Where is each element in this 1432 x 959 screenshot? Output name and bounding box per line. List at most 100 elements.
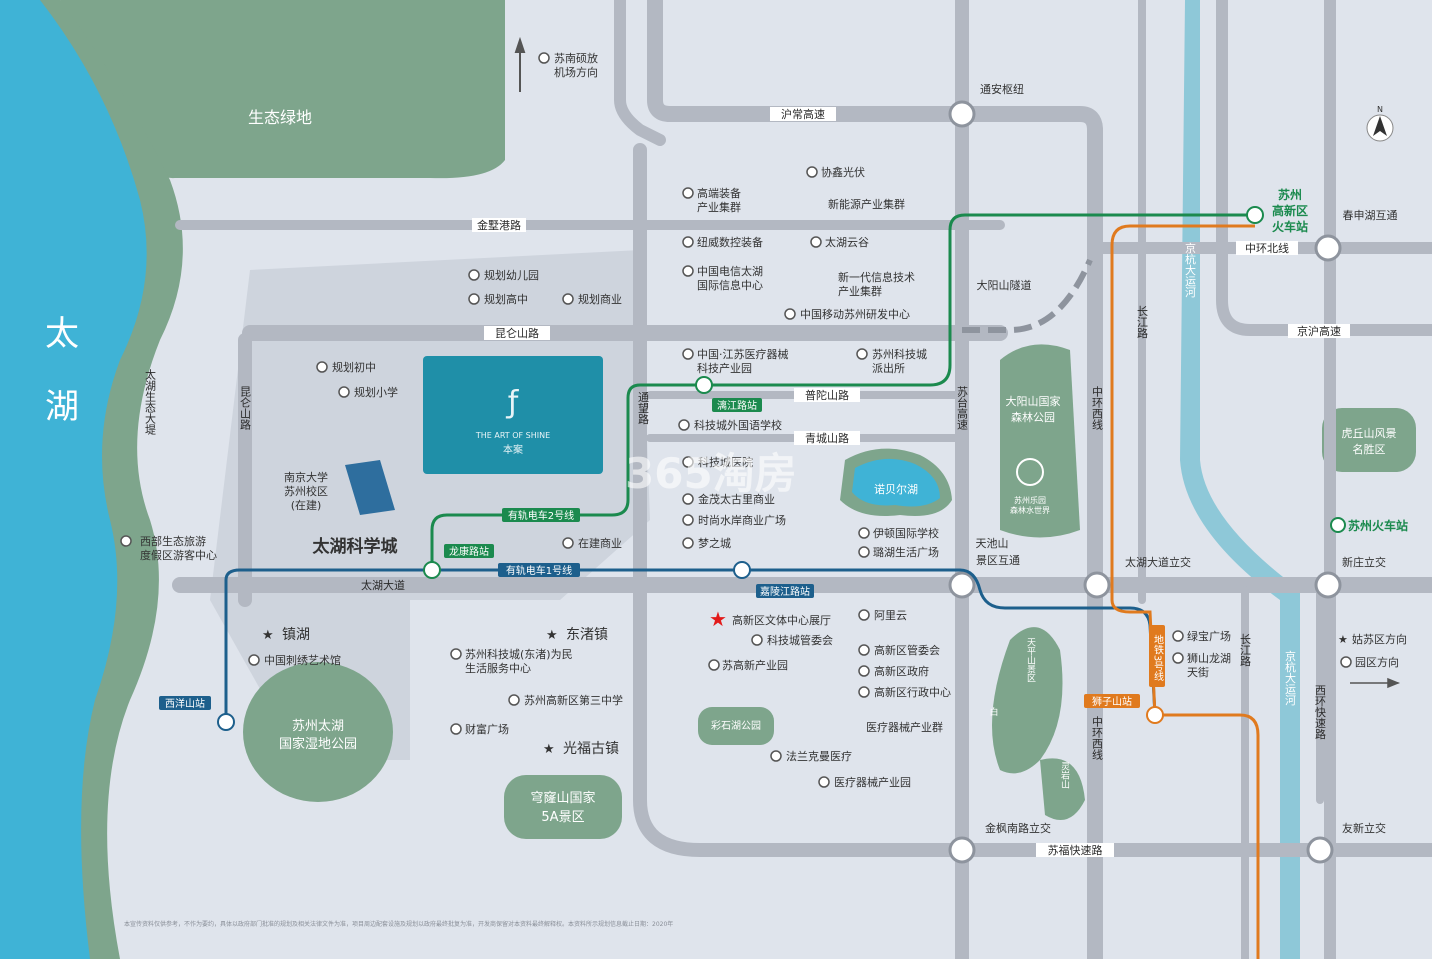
- poi-dots: [120, 52, 1352, 788]
- dayangshan-area: [1000, 344, 1080, 538]
- xieshen-label: 协鑫光伏: [821, 165, 865, 179]
- lingyan-area: [1040, 758, 1085, 820]
- north-pointer: [1373, 116, 1387, 136]
- west-tour-label-1: 西部生态旅游: [140, 534, 206, 548]
- huchang-tag: [770, 107, 836, 121]
- culture-center-label: 高新区文体中心展厅: [732, 613, 831, 627]
- zhenhu-label: 镇湖: [282, 627, 310, 643]
- tianchishan-node: [948, 571, 976, 599]
- plan-kg-label: 规划幼儿园: [484, 268, 539, 282]
- gov-label: 高新区政府: [874, 664, 929, 678]
- niuwei-label: 纽威数控装备: [697, 235, 763, 249]
- hospital-label: 科技城医院: [698, 455, 753, 469]
- dongzhu-label: 东渚镇: [566, 627, 608, 643]
- tram2-tag: [502, 508, 580, 522]
- caifu-label: 财富广场: [465, 722, 509, 736]
- tianping-area: [992, 627, 1063, 774]
- east-arrow-icon: [1350, 677, 1401, 689]
- tianping-label-2: 白: [989, 706, 998, 718]
- zhonghuan-west-label: 中环西线: [1091, 386, 1104, 430]
- tianchishan-label-2: 景区互通: [976, 554, 1020, 567]
- project-logo-mark: ƒ: [506, 385, 520, 420]
- gov-icon: [858, 665, 870, 677]
- cmcc-label: 中国移动苏州研发中心: [800, 307, 910, 321]
- french-hosp-icon: [770, 750, 782, 762]
- chunshen-label: 春申湖互通: [1343, 209, 1398, 222]
- lake-label-2: 湖: [45, 387, 79, 427]
- xiyang-station-icon: [217, 713, 235, 731]
- qingchengshan-tag: [794, 431, 860, 445]
- sutai-label: 苏台高速: [956, 386, 969, 430]
- longkang-station-icon: [423, 561, 441, 579]
- jinghu-label: 京沪高速: [1297, 324, 1341, 338]
- project-block: [423, 356, 603, 474]
- highend-label-1: 高端装备: [697, 186, 741, 200]
- lake-square-label: 璐湖生活广场: [873, 545, 939, 559]
- tram2-label: 有轨电车2号线: [508, 509, 574, 522]
- taihuyun-label: 太湖云谷: [825, 236, 869, 249]
- caishi-park: [698, 707, 774, 745]
- med-park-label: 医疗器械产业园: [834, 775, 911, 789]
- airport-arrow-icon: [514, 36, 526, 92]
- police-label-1: 苏州科技城: [872, 347, 927, 361]
- caishi-park-label: 彩石湖公园: [711, 720, 761, 732]
- admin-center-label: 高新区行政中心: [874, 685, 951, 699]
- north-label: N: [1377, 105, 1383, 114]
- metro3-label: 地铁3号线: [1152, 634, 1164, 682]
- niuwei-icon: [682, 236, 694, 248]
- shizishan-label: 狮子山站: [1092, 695, 1132, 708]
- shizishan-station-icon: [1146, 706, 1164, 724]
- plan-hs-icon: [468, 293, 480, 305]
- tongan-hub-label: 通安枢纽: [980, 82, 1024, 96]
- interchanges: [948, 100, 1342, 864]
- tram1-line: [224, 568, 1157, 722]
- jinshangang-tag: [472, 218, 526, 232]
- putuoshan-label: 普陀山路: [805, 388, 849, 402]
- qionglong-label-1: 穹窿山国家: [530, 790, 595, 806]
- eton-label: 伊顿国际学校: [873, 526, 939, 540]
- jinmao-label: 金茂太古里商业: [698, 492, 775, 506]
- mengzhicheng-label: 梦之城: [698, 536, 731, 550]
- plan-com-icon: [562, 293, 574, 305]
- tianping-label: 天平山景区: [1025, 638, 1036, 683]
- qingchengshan-label: 青城山路: [805, 432, 849, 445]
- cetc-icon: [682, 265, 694, 277]
- dayangshan-label-2: 森林公园: [1011, 410, 1055, 424]
- dayangshan-tunnel-label: 大阳山隧道: [977, 278, 1032, 292]
- shishan-label-1: 狮山龙湖: [1187, 652, 1231, 665]
- project-star-icon: ★: [709, 607, 727, 631]
- xinzhuang-label: 新庄立交: [1342, 555, 1386, 569]
- admin-center-icon: [858, 686, 870, 698]
- cmcc-icon: [784, 308, 796, 320]
- med-cluster-label: 医疗器械产业群: [866, 720, 943, 734]
- hsr-station-icon: [1246, 206, 1264, 224]
- newit-label-1: 新一代信息技术: [838, 270, 915, 284]
- qionglong-label-2: 5A景区: [541, 810, 584, 825]
- lijiang-tag: [712, 398, 762, 412]
- lake-square-icon: [858, 546, 870, 558]
- aliyun-icon: [858, 609, 870, 621]
- jialingjiang-label: 嘉陵江路站: [760, 585, 810, 598]
- xieshen-icon: [806, 166, 818, 178]
- newit-label-2: 产业集群: [838, 284, 882, 298]
- huchang-label: 沪常高速: [781, 107, 825, 121]
- suzhou-station-label: 苏州火车站: [1348, 518, 1408, 533]
- kunlunshan-v-label: 昆仑山路: [239, 386, 252, 431]
- mengzhicheng-icon: [682, 537, 694, 549]
- xihuan-label: 西环快速路: [1314, 685, 1327, 741]
- caifu-icon: [450, 723, 462, 735]
- lotte-label-1: 苏州乐园: [1014, 495, 1046, 505]
- tram1-label: 有轨电车1号线: [506, 564, 572, 577]
- eton-icon: [858, 527, 870, 539]
- hsr-label-3: 火车站: [1272, 219, 1308, 234]
- wetland-label-2: 国家湿地公园: [279, 736, 357, 752]
- metro3-line: [1110, 224, 1260, 959]
- project-name-en: THE ART OF SHINE: [475, 431, 550, 440]
- under-construction-label: 在建商业: [578, 536, 622, 550]
- zhonghuan-west2-label: 中环西线: [1091, 716, 1104, 760]
- police-label-2: 派出所: [872, 361, 905, 375]
- hsr-label-2: 高新区: [1272, 203, 1308, 218]
- plan-ms-label: 规划初中: [332, 360, 376, 374]
- qionglong-area: [504, 775, 622, 839]
- zhonghuan-north-tag: [1236, 241, 1298, 255]
